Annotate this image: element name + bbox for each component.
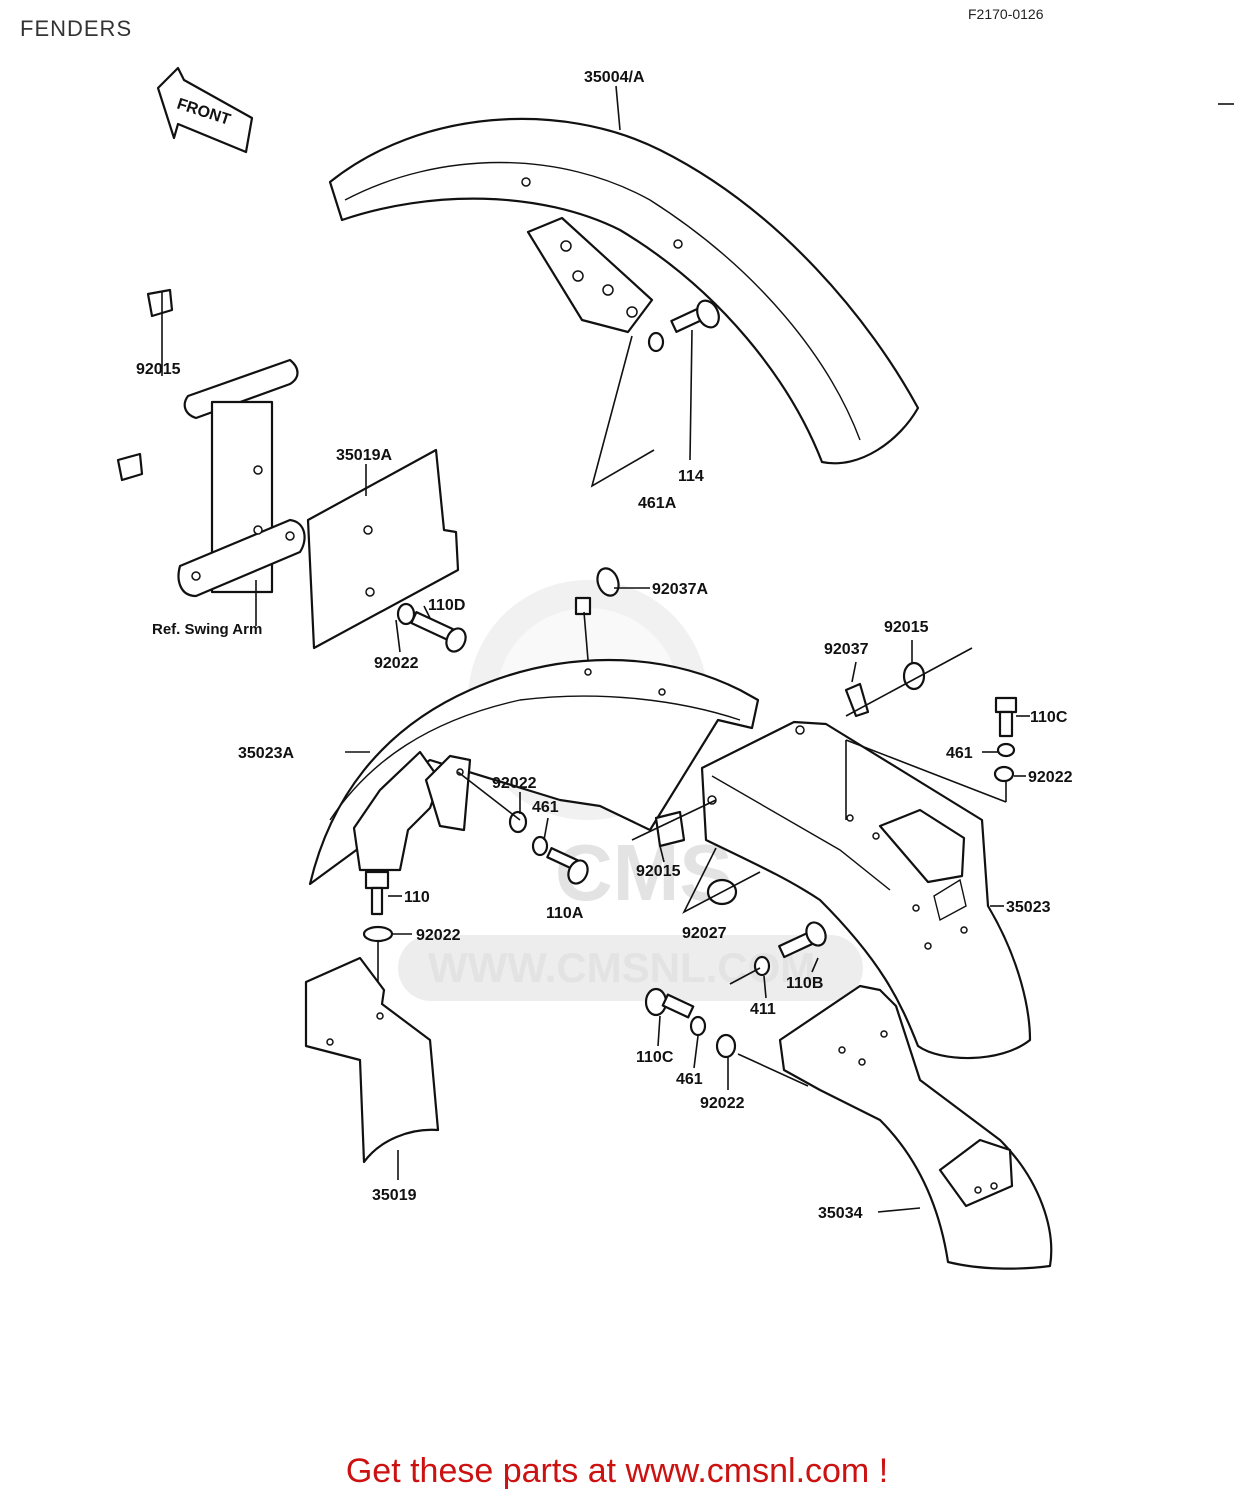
license-plate-drawing [306,448,460,650]
washer-461-mid-drawing [531,835,549,857]
washer-92022-right-drawing [993,765,1015,783]
front-fender-drawing [328,117,920,465]
label-grommet-92015-mid[interactable]: 92015 [636,863,681,880]
label-license-plate[interactable]: 35019A [336,447,392,464]
bolt-110-drawing [364,870,390,916]
label-rear-fender-a[interactable]: 35023A [238,745,294,762]
label-washer-92022-mid[interactable]: 92022 [492,775,537,792]
parts-diagram: CMS WWW.CMSNL.COM FRONT [116,66,1234,1270]
label-rear-fender[interactable]: 35023 [1006,899,1051,916]
label-front-fender[interactable]: 35004/A [584,69,645,86]
washer-461-low-drawing [689,1015,707,1037]
label-clip-92037[interactable]: 92037 [824,641,869,658]
washer-461a-drawing [647,331,665,353]
label-bolt-110c-right[interactable]: 110C [1030,709,1068,726]
label-bolt-110c-low[interactable]: 110C [636,1049,674,1066]
label-bolt-114[interactable]: 114 [678,468,704,485]
label-grommet-92015-right[interactable]: 92015 [884,619,929,636]
clip-92037-drawing [844,682,870,718]
footer-link[interactable]: Get these parts at www.cmsnl.com ! [345,1452,889,1490]
washer-92022-mid-drawing [508,810,528,834]
bolt-110a-drawing [546,847,589,885]
label-washer-461a[interactable]: 461A [638,495,677,512]
clip-92037a-drawing [574,567,620,616]
swing-arm-bracket-drawing [177,358,306,598]
label-washer-92022-right[interactable]: 92022 [1028,769,1073,786]
front-arrow-icon: FRONT [156,66,254,154]
rear-fender-a-drawing [308,659,760,886]
bolt-114-drawing [670,299,720,333]
label-washer-461-right[interactable]: 461 [946,745,973,762]
bolt-110c-right-drawing [994,696,1018,738]
label-rear-fender-flap[interactable]: 35034 [818,1205,863,1222]
label-bolt-110b[interactable]: 110B [786,975,823,992]
label-bolt-110d[interactable]: 110D [428,597,465,614]
label-ref-swing-arm: Ref. Swing Arm [152,621,262,638]
washer-411-drawing [753,955,771,977]
rear-flap-35034-drawing [778,984,1053,1270]
label-washer-92022-bottom[interactable]: 92022 [700,1095,745,1112]
bolt-110c-low-drawing [644,987,695,1019]
page-title: FENDERS [20,16,133,41]
label-washer-92022-low[interactable]: 92022 [416,927,461,944]
label-bolt-110a[interactable]: 110A [546,905,584,922]
watermark-url: WWW.CMSNL.COM [428,944,815,991]
flap-35019-drawing [304,956,440,1164]
part-labels: 35004/A 114 461A 92015 35019A 110D 92022… [136,69,1073,1222]
label-collar-92027[interactable]: 92027 [682,925,727,942]
grommet-92015-drawing [116,288,174,482]
label-washer-92022-plate[interactable]: 92022 [374,655,419,672]
label-clip-92037a[interactable]: 92037A [652,581,708,598]
diagram-code: F2170-0126 [968,6,1044,22]
washer-92022-plate-drawing [396,602,416,626]
rear-fender-drawing [700,720,1032,1060]
label-grommet-92015-top[interactable]: 92015 [136,361,181,378]
washer-92022-low-drawing [362,925,394,943]
washer-461-right-drawing [996,742,1016,758]
label-washer-461-mid[interactable]: 461 [532,799,559,816]
label-washer-461-low[interactable]: 461 [676,1071,703,1088]
grommet-92015-mid-drawing [654,810,686,848]
label-flap-35019[interactable]: 35019 [372,1187,417,1204]
label-washer-411[interactable]: 411 [750,1001,776,1018]
washer-92022-bottom-drawing [715,1033,737,1059]
bolt-110d-drawing [410,611,467,653]
bolt-110b-drawing [778,921,827,959]
label-bolt-110[interactable]: 110 [404,889,430,906]
